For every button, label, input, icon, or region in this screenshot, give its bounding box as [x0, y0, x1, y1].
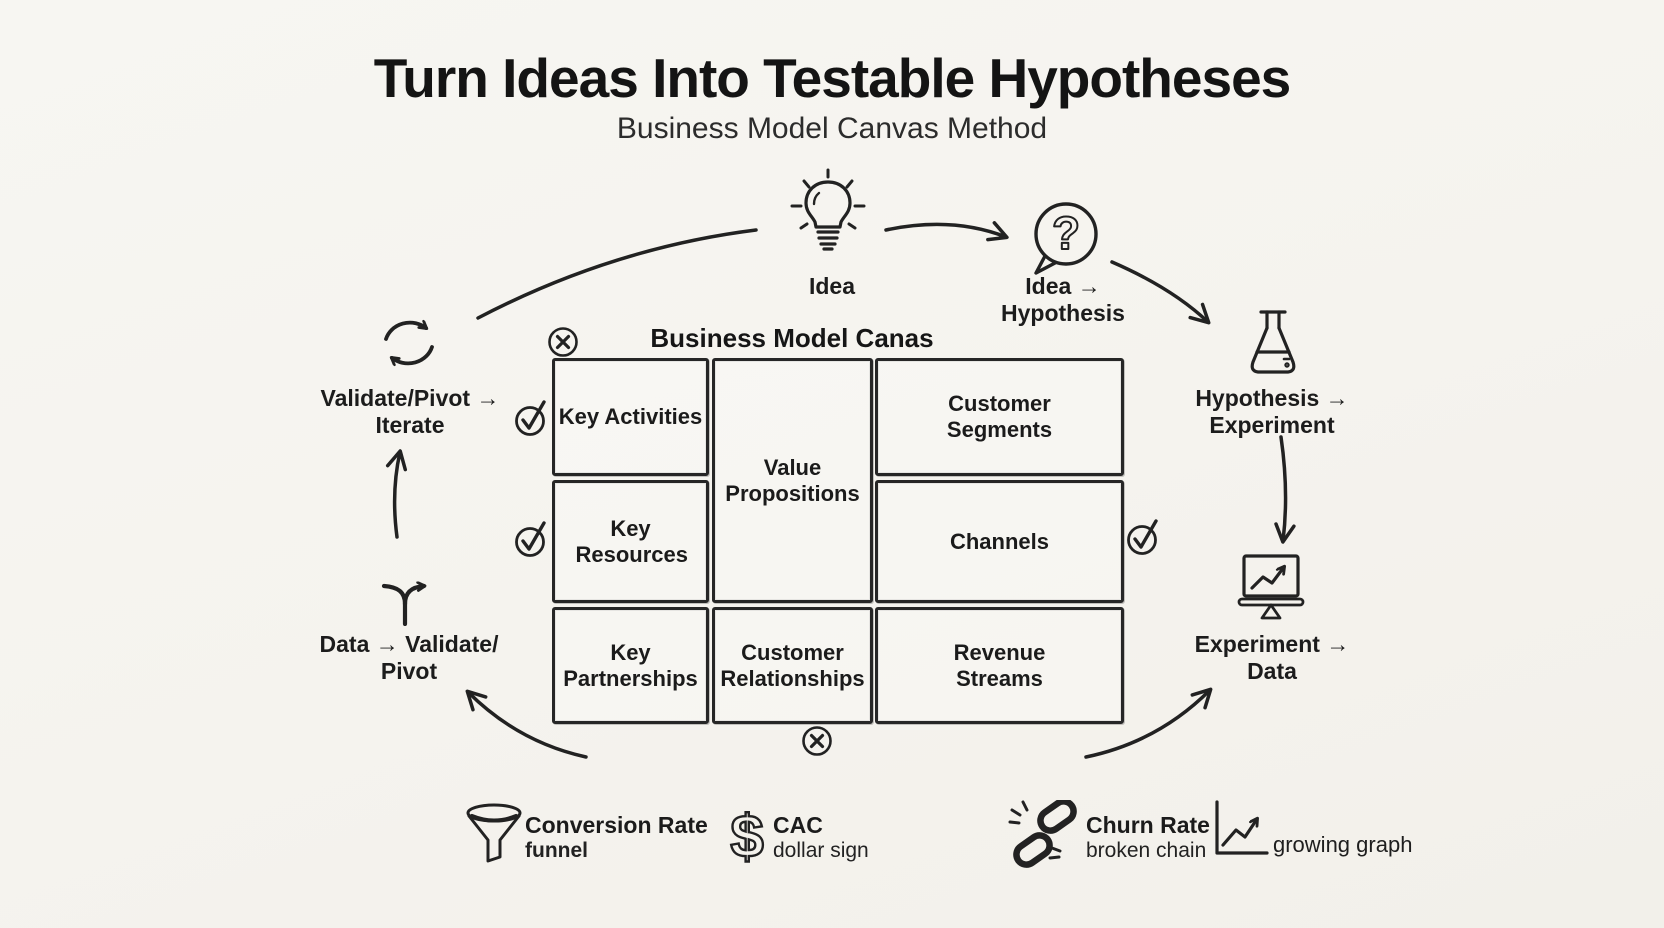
- canvas-cell-key-activities: Key Activities: [552, 358, 709, 476]
- dollar-sign-icon: $: [727, 803, 767, 871]
- idea-label: Idea: [808, 273, 856, 299]
- arrow-flask-to-monitor: [1274, 435, 1296, 544]
- canvas-title: Business Model Canas: [650, 323, 934, 353]
- data-to-validate-label: Data → Validate/ Pivot: [319, 631, 499, 684]
- arc-iterate-to-idea: [476, 228, 758, 320]
- question-bubble-icon: ?: [1024, 197, 1104, 281]
- monitor-chart-icon: [1233, 552, 1309, 622]
- refresh-cycle-icon: [372, 306, 446, 380]
- check-circle-icon: [509, 515, 553, 561]
- page-title: Turn Ideas Into Testable Hypotheses: [373, 47, 1292, 109]
- funnel-icon: [464, 801, 524, 869]
- broken-chain-icon: [1008, 800, 1082, 868]
- canvas-cell-customer-segments: Customer Segments: [875, 358, 1124, 476]
- idea-to-hypothesis-label: Idea → Hypothesis: [1001, 273, 1125, 326]
- canvas-cell-revenue-streams: Revenue Streams: [875, 607, 1124, 724]
- hypothesis-to-experiment-label: Hypothesis → Experiment: [1195, 385, 1349, 438]
- check-circle-icon: [1121, 513, 1165, 559]
- branch-arrow-icon: [367, 554, 445, 626]
- canvas-cell-key-partnerships: Key Partnerships: [552, 607, 709, 724]
- lightbulb-icon: [782, 168, 874, 268]
- legend-item-churn-rate: Churn Rate broken chain: [1086, 812, 1210, 862]
- legend-item-conversion-rate: Conversion Rate funnel: [525, 812, 708, 862]
- x-circle-icon: [546, 325, 580, 359]
- growing-graph-icon: [1208, 797, 1270, 861]
- legend-item-cac: CAC dollar sign: [773, 812, 869, 862]
- experiment-to-data-label: Experiment → Data: [1194, 631, 1350, 684]
- flask-icon: [1240, 304, 1306, 384]
- canvas-cell-value-propositions: Value Propositions: [712, 358, 873, 603]
- svg-text:?: ?: [1052, 207, 1080, 259]
- x-circle-icon: [800, 724, 834, 758]
- check-circle-icon: [509, 394, 553, 440]
- legend-item-growing-graph: growing graph: [1273, 832, 1413, 857]
- arrow-idea-to-bubble: [884, 221, 1009, 242]
- validate-to-iterate-label: Validate/Pivot → Iterate: [320, 385, 500, 438]
- canvas-cell-key-resources: Key Resources: [552, 480, 709, 603]
- canvas-cell-channels: Channels: [875, 480, 1124, 603]
- svg-text:$: $: [730, 803, 763, 870]
- canvas-cell-customer-relationships: Customer Relationships: [712, 607, 873, 724]
- arrow-pivot-to-iterate: [385, 449, 408, 539]
- page-subtitle: Business Model Canvas Method: [616, 112, 1048, 145]
